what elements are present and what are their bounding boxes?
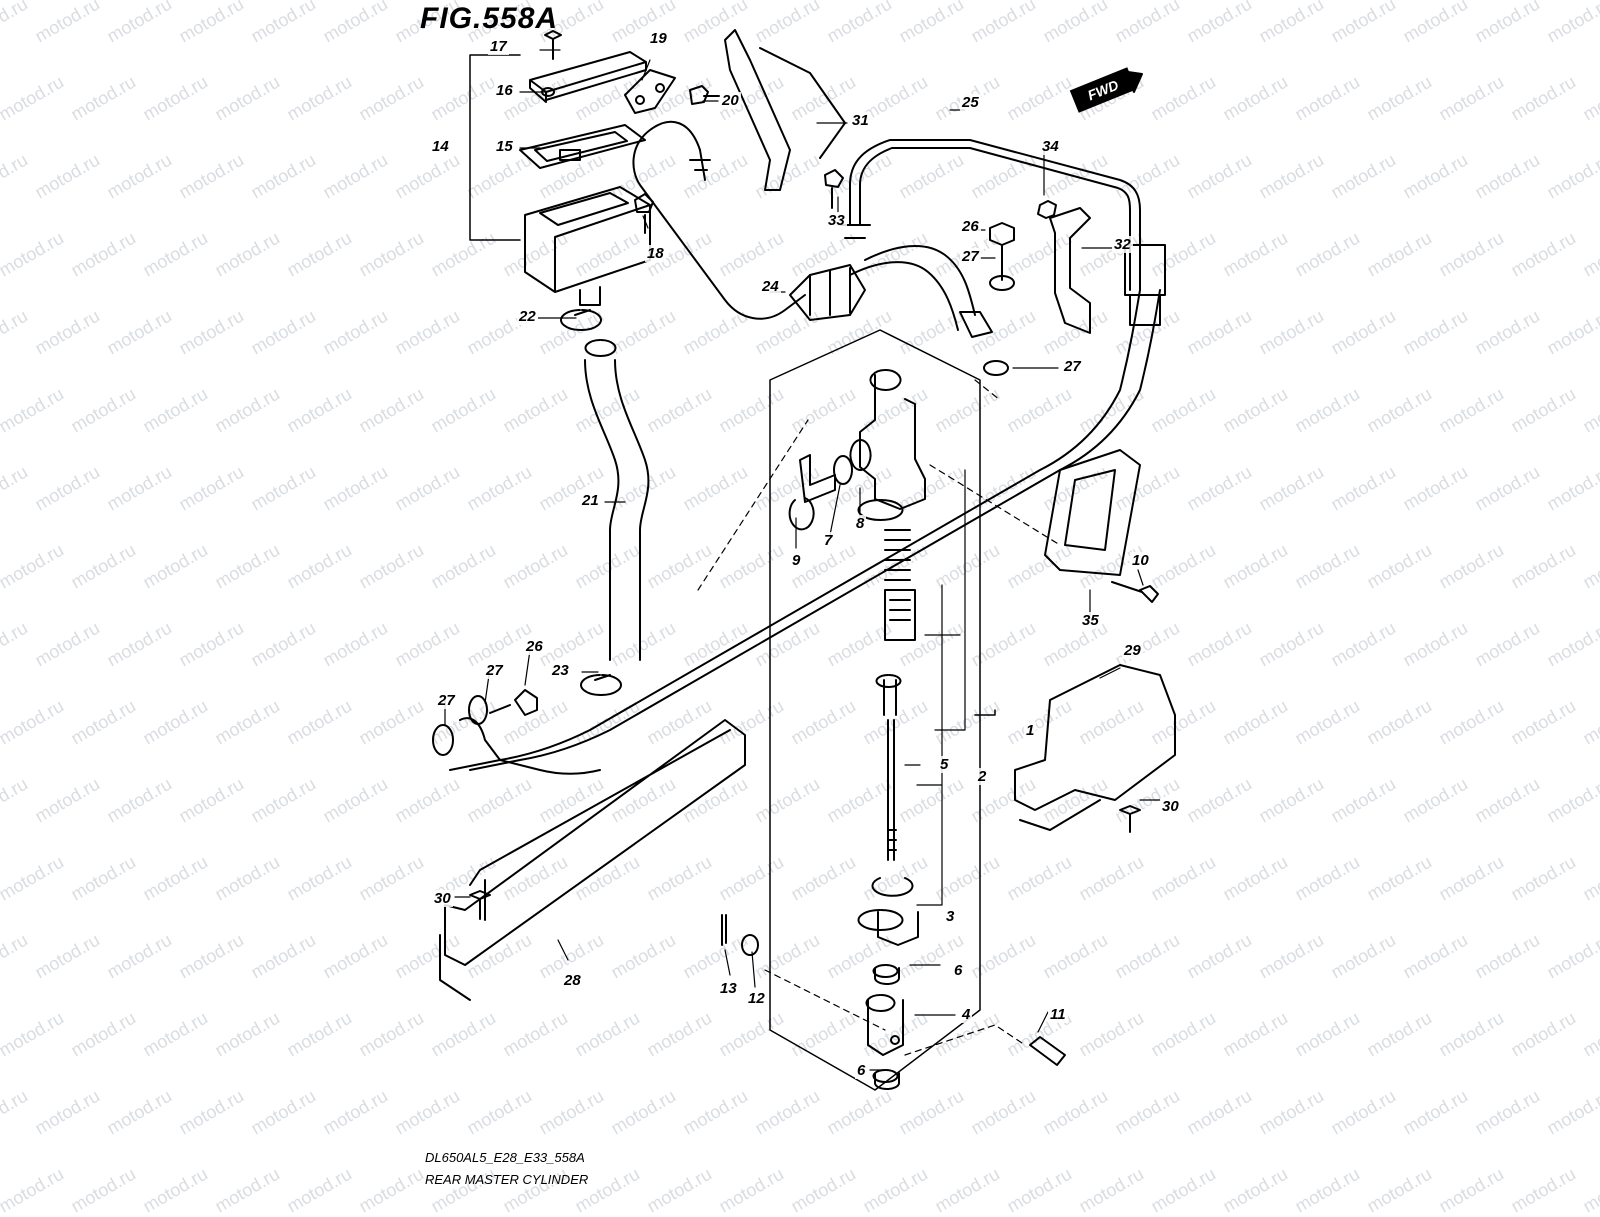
- boot: [857, 909, 919, 946]
- piston-2: [884, 589, 916, 641]
- fwd-arrow: [1127, 71, 1143, 93]
- model-code-caption: DL650AL5_E28_E33_558A: [425, 1150, 585, 1165]
- callout-26: 26: [524, 638, 545, 655]
- bolt-30-left: [469, 890, 491, 920]
- callout-18: 18: [645, 245, 666, 262]
- callout-14: 14: [430, 138, 451, 155]
- banjo-bolt-26-top: [989, 222, 1015, 281]
- nut-6-upper: [872, 964, 900, 985]
- callout-30: 30: [1160, 798, 1181, 815]
- callout-6: 6: [855, 1062, 868, 1079]
- callout-24: 24: [760, 278, 781, 295]
- washer-27-upper: [989, 275, 1015, 291]
- callout-31: 31: [850, 112, 871, 129]
- callout-17: 17: [488, 38, 509, 55]
- callout-20: 20: [720, 92, 741, 109]
- bracket-31: [724, 29, 846, 191]
- pin-11: [1029, 1036, 1066, 1066]
- callout-32: 32: [1112, 236, 1133, 253]
- bolt-34: [1037, 200, 1057, 219]
- callout-10: 10: [1130, 552, 1151, 569]
- callout-19: 19: [648, 30, 669, 47]
- callout-9: 9: [790, 552, 803, 569]
- callout-27: 27: [1062, 358, 1083, 375]
- clamp-23: [580, 674, 622, 696]
- callout-5: 5: [938, 756, 951, 773]
- callout-34: 34: [1040, 138, 1061, 155]
- callout-29: 29: [1122, 642, 1143, 659]
- callout-4: 4: [960, 1006, 973, 1023]
- callout-6: 6: [952, 962, 965, 979]
- callout-26: 26: [960, 218, 981, 235]
- push-rod-5: [875, 674, 902, 861]
- callout-27: 27: [436, 692, 457, 709]
- bracket-35: [1044, 449, 1141, 576]
- callout-30: 30: [432, 890, 453, 907]
- callout-1: 1: [1024, 722, 1037, 739]
- callout-21: 21: [580, 492, 601, 509]
- callout-28: 28: [562, 972, 583, 989]
- washer-27-lower: [983, 360, 1009, 376]
- kit-box-1: [769, 329, 981, 1091]
- figure-title: FIG.558A: [420, 2, 559, 35]
- guide-lines: [697, 379, 1061, 1056]
- flexible-hose: [449, 289, 1141, 771]
- banjo-bolt-26-left: [489, 689, 538, 716]
- callout-15: 15: [494, 138, 515, 155]
- diagram-name-caption: REAR MASTER CYLINDER: [425, 1172, 589, 1187]
- washer-12: [741, 934, 759, 956]
- callout-35: 35: [1080, 612, 1101, 629]
- reservoir-hose-21: [584, 359, 620, 661]
- circlip-3: [871, 877, 914, 897]
- fitting-7: [799, 454, 836, 503]
- clevis-4: [865, 994, 904, 1056]
- spring: [884, 529, 911, 581]
- callout-27: 27: [484, 662, 505, 679]
- callout-23: 23: [550, 662, 571, 679]
- callout-13: 13: [718, 980, 739, 997]
- nut-6-lower: [872, 1069, 900, 1090]
- master-cylinder-body: [859, 369, 926, 510]
- callout-27: 27: [960, 248, 981, 265]
- reservoir-assembly: [469, 30, 651, 306]
- bolt-18: [634, 193, 654, 234]
- cotter-pin-13: [721, 914, 727, 946]
- callout-3: 3: [944, 908, 957, 925]
- heat-shield-28: [439, 719, 746, 1001]
- bolt-20: [689, 85, 720, 105]
- callout-7: 7: [822, 532, 835, 549]
- guard-29: [1014, 664, 1176, 831]
- callout-2: 2: [976, 768, 989, 785]
- callout-16: 16: [494, 82, 515, 99]
- callout-8: 8: [854, 515, 867, 532]
- bracket-32: [1049, 207, 1091, 334]
- callout-33: 33: [826, 212, 847, 229]
- circlip-9: [788, 497, 815, 531]
- callout-25: 25: [960, 94, 981, 111]
- bracket-19: [624, 69, 676, 114]
- bolt-10: [1111, 581, 1159, 603]
- callout-22: 22: [517, 308, 538, 325]
- callout-11: 11: [1048, 1006, 1068, 1023]
- clamp-22: [560, 309, 602, 331]
- hose-24: [632, 120, 806, 320]
- bolt-30-right: [1119, 805, 1141, 833]
- washer-27-left-b: [432, 724, 454, 756]
- callout-12: 12: [746, 990, 767, 1007]
- o-ring-8: [833, 455, 853, 485]
- bolt-33: [824, 169, 844, 209]
- pipe-25: [849, 139, 1141, 291]
